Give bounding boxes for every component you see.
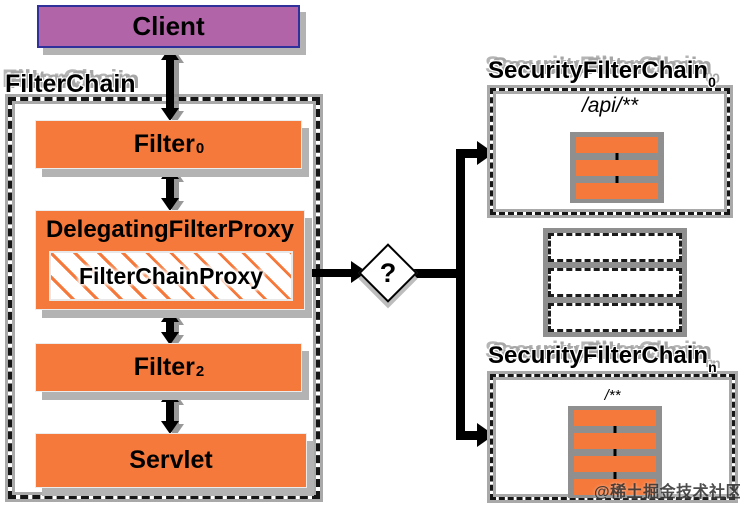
security-filter-bar bbox=[574, 455, 656, 472]
double-arrow-filter0-proxy-icon bbox=[161, 166, 179, 211]
security-filter-chain-0-bars bbox=[570, 132, 664, 203]
arrow-proxy-to-decision-shaft bbox=[303, 269, 353, 277]
security-filter-chain-n-url-pattern: /** bbox=[604, 387, 621, 404]
security-filter-bar bbox=[574, 478, 656, 495]
double-arrow-filter2-servlet-icon bbox=[161, 389, 179, 434]
placeholder-chain-box bbox=[548, 233, 682, 262]
security-filter-chain-0-subscript: 0 bbox=[708, 73, 716, 90]
filter-chain-proxy-box: FilterChainProxy bbox=[49, 251, 293, 301]
security-filter-chain-n-title: SecurityFilterChainn bbox=[488, 342, 717, 375]
decision-label: ? bbox=[379, 258, 397, 288]
client-label: Client bbox=[132, 11, 205, 41]
placeholder-chain-box bbox=[548, 268, 682, 297]
delegating-filter-proxy-box: DelegatingFilterProxy FilterChainProxy bbox=[35, 210, 305, 310]
servlet-box: Servlet bbox=[35, 433, 307, 488]
double-arrow-proxy-filter2-icon bbox=[161, 309, 179, 345]
filter0-label: Filter bbox=[133, 130, 195, 158]
filter2-label: Filter bbox=[133, 353, 195, 381]
placeholder-chain-box bbox=[548, 303, 682, 332]
servlet-label: Servlet bbox=[129, 446, 213, 474]
security-filter-bar bbox=[574, 409, 656, 426]
security-filter-bar bbox=[574, 432, 656, 449]
connector-bottom-branch bbox=[456, 431, 480, 440]
watermark: @稀土掘金技术社区 bbox=[594, 484, 740, 501]
double-arrow-client-filter0-icon bbox=[161, 47, 179, 121]
filter-chain-proxy-label: FilterChainProxy bbox=[78, 262, 264, 289]
client-box: Client bbox=[37, 5, 300, 48]
connector-diamond-out bbox=[413, 269, 458, 278]
arrowhead-top-icon bbox=[477, 141, 494, 165]
more-chains-placeholder-group bbox=[543, 228, 687, 337]
delegating-filter-proxy-label: DelegatingFilterProxy bbox=[45, 216, 295, 243]
security-filter-bar bbox=[576, 182, 658, 199]
filterchain-label: FilterChain bbox=[5, 70, 136, 98]
security-filter-bar bbox=[576, 136, 658, 153]
security-filter-bar bbox=[576, 159, 658, 176]
connector-vertical bbox=[456, 149, 465, 440]
security-filter-chain-n-subscript: n bbox=[708, 358, 717, 375]
security-filter-chain-0-title: SecurityFilterChain0 bbox=[488, 57, 716, 90]
filterchain-container bbox=[8, 97, 320, 499]
arrowhead-bottom-icon bbox=[477, 423, 494, 447]
security-filter-chain-n-bars bbox=[568, 406, 662, 498]
connector-top-branch bbox=[456, 149, 480, 158]
security-filter-chain-0-url-pattern: /api/** bbox=[581, 94, 639, 117]
